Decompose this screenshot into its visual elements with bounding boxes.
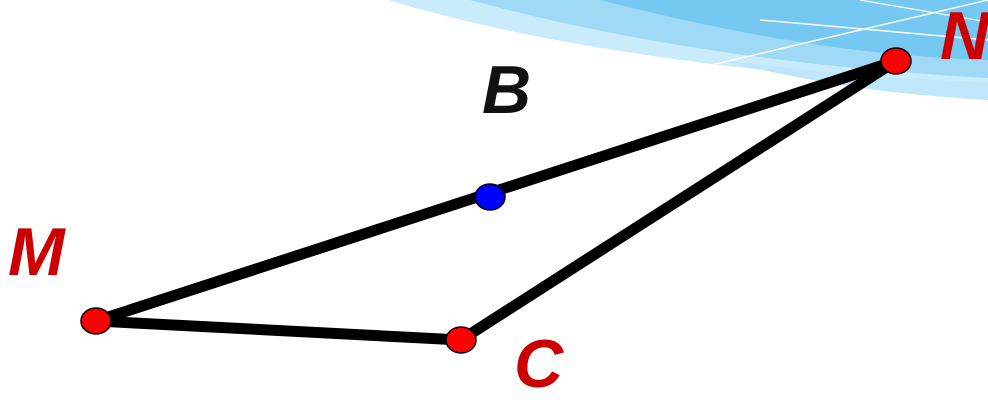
side-NC — [455, 55, 902, 346]
corner-decoration — [388, 0, 988, 100]
side-CM — [90, 315, 467, 346]
point-N — [880, 47, 912, 75]
label-N: N — [940, 0, 988, 74]
point-M — [80, 307, 112, 335]
label-C: C — [514, 326, 564, 400]
decoration-band-dark — [600, 0, 988, 60]
decoration-line-3 — [859, 0, 988, 23]
point-B — [474, 183, 506, 211]
point-C — [445, 326, 477, 354]
label-B: B — [482, 52, 532, 128]
decoration-line-2 — [759, 19, 988, 41]
triangle-points — [80, 47, 912, 354]
label-M: M — [8, 214, 65, 290]
decoration-line-1 — [689, 0, 988, 71]
